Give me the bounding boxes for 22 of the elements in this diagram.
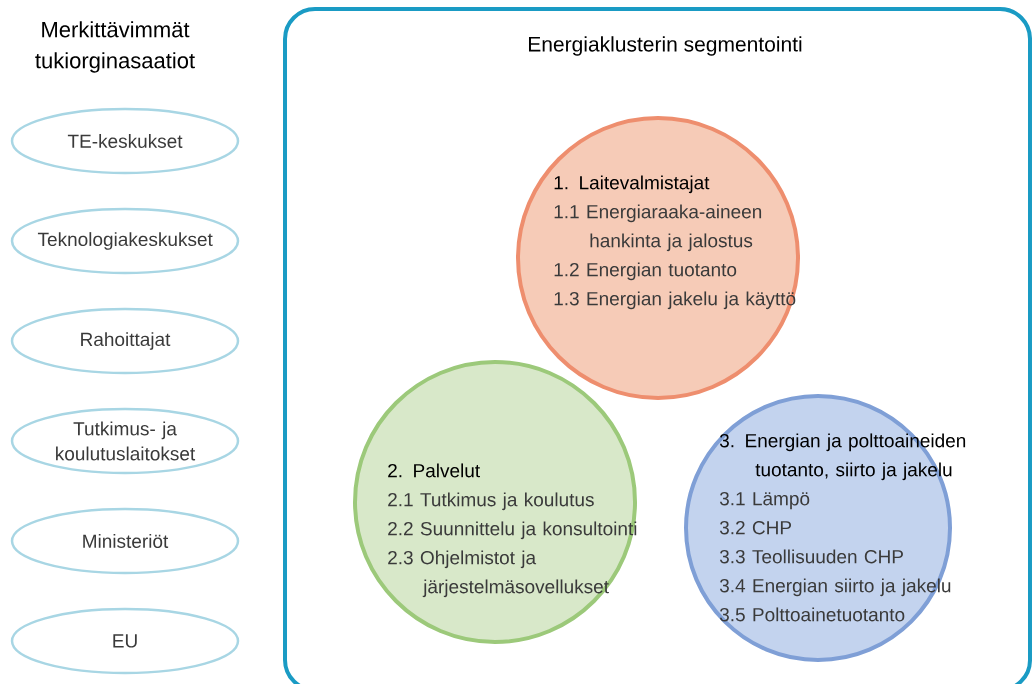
list-heading: 1. Laitevalmistajat: [554, 175, 710, 194]
list-item: 3.2 CHP: [719, 520, 792, 535]
list-item: 1.2 Energian tuotanto: [554, 262, 737, 281]
list-heading: 3. Energian ja polttoaineiden tuotanto, siirto ja jakelu: [719, 433, 966, 481]
list-item: 3.5 Polttoainetuotanto: [719, 607, 905, 622]
organisation-label: Teknologiakeskukset: [37, 232, 213, 250]
list-item: 2.3 Ohjelmistot ja järjestelmäsovellukset: [388, 550, 609, 598]
list-item: 2.1 Tutkimus ja koulutus: [388, 492, 594, 511]
list-item: 3.3 Teollisuuden CHP: [719, 549, 903, 564]
organisation-label: Ministeriöt: [83, 534, 169, 548]
organisation-label: Rahoittajat: [81, 332, 171, 350]
column-heading: Merkittävimmät tukiorginasaatiot: [35, 21, 195, 73]
list-item: 3.1 Lämpö: [719, 491, 810, 510]
list-heading: 2. Palvelut: [388, 463, 480, 478]
organisation-label: Tutkimus- ja koulutuslaitokset: [56, 421, 196, 461]
organisation-label: TE-keskukset: [67, 134, 183, 148]
list-item: 1.3 Energian jakelu ja käyttö: [554, 291, 796, 310]
list-item: 1.1 Energiaraaka-aineen hankinta ja jalostus: [554, 204, 762, 252]
panel-title: Energiaklusterin segmentointi: [529, 36, 802, 56]
list-item: 2.2 Suunnittelu ja konsultointi: [388, 521, 637, 540]
organisation-label: EU: [113, 634, 137, 648]
list-item: 3.4 Energian siirto ja jakelu: [719, 578, 951, 597]
